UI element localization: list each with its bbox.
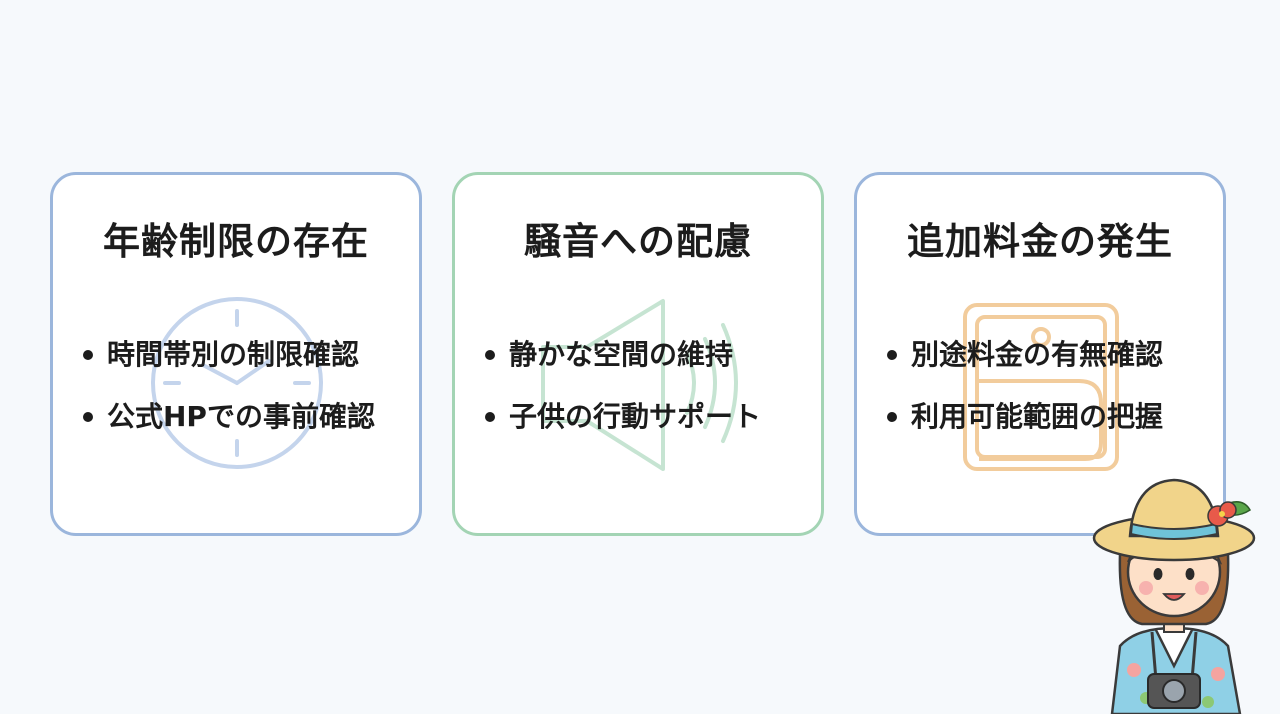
list-item: 子供の行動サポート	[483, 397, 811, 459]
card-noise-consideration: 騒音への配慮 静かな空間の維持 子供の行動サポート	[452, 172, 824, 536]
bullet-dot	[83, 412, 93, 422]
price-tag-icon	[963, 303, 1119, 471]
card-title: 追加料金の発生	[907, 220, 1173, 263]
bullet-dot	[83, 350, 93, 360]
card-additional-fee: 追加料金の発生 別途料金の有無確認 利用可能範囲の把握	[854, 172, 1226, 536]
tourist-girl-illustration	[1092, 478, 1256, 714]
list-item: 別途料金の有無確認	[885, 335, 1213, 397]
card-title: 騒音への配慮	[524, 220, 752, 263]
card-age-restriction: 年齢制限の存在 時間帯別の制限確認 公式HPでの事前確認	[50, 172, 422, 536]
bullet-dot	[485, 350, 495, 360]
bullet-list: 時間帯別の制限確認 公式HPでの事前確認	[81, 335, 409, 459]
card-title: 年齢制限の存在	[103, 220, 369, 263]
speaker-icon	[541, 299, 738, 471]
bullet-list: 静かな空間の維持 子供の行動サポート	[483, 335, 811, 459]
list-item: 公式HPでの事前確認	[81, 397, 409, 459]
list-item: 利用可能範囲の把握	[885, 397, 1213, 459]
list-item: 時間帯別の制限確認	[81, 335, 409, 397]
bullet-dot	[887, 350, 897, 360]
list-item: 静かな空間の維持	[483, 335, 811, 397]
bullet-list: 別途料金の有無確認 利用可能範囲の把握	[885, 335, 1213, 459]
bullet-dot	[485, 412, 495, 422]
clock-icon	[151, 297, 323, 469]
bullet-dot	[887, 412, 897, 422]
